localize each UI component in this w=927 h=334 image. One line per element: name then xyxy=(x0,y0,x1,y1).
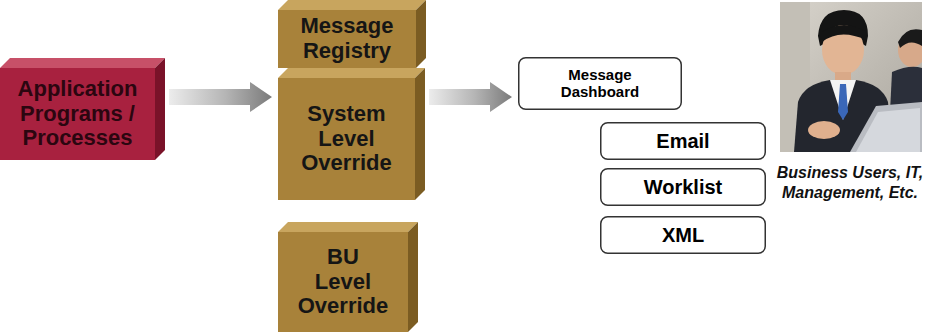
caption-text: Business Users, IT, Management, Etc. xyxy=(775,163,925,203)
node-text: Message Dashboard xyxy=(550,67,650,101)
arrow-shape xyxy=(429,82,512,112)
block-arrow xyxy=(429,82,512,112)
channel-box: Worklist xyxy=(600,168,766,206)
node-text: XML xyxy=(662,224,704,246)
override-cube: System Level Override xyxy=(278,68,425,200)
node-text: System Level Override xyxy=(284,102,409,176)
node-text: Worklist xyxy=(644,176,723,198)
process-cube: Application Programs / Processes xyxy=(0,58,165,160)
node-text: Application Programs / Processes xyxy=(8,77,148,151)
registry-cube: Message Registry xyxy=(278,0,426,68)
channel-box: XML xyxy=(600,216,766,254)
arrow-shape xyxy=(169,82,272,112)
block-arrow xyxy=(169,82,272,112)
node-text: BU Level Override xyxy=(287,245,399,319)
node-text: Email xyxy=(656,130,709,152)
business-users-photo xyxy=(780,2,922,152)
override-cube: BU Level Override xyxy=(278,222,418,332)
channel-box: Email xyxy=(600,122,766,160)
node-text: Message Registry xyxy=(284,14,410,63)
dashboard-box: Message Dashboard xyxy=(518,57,682,110)
